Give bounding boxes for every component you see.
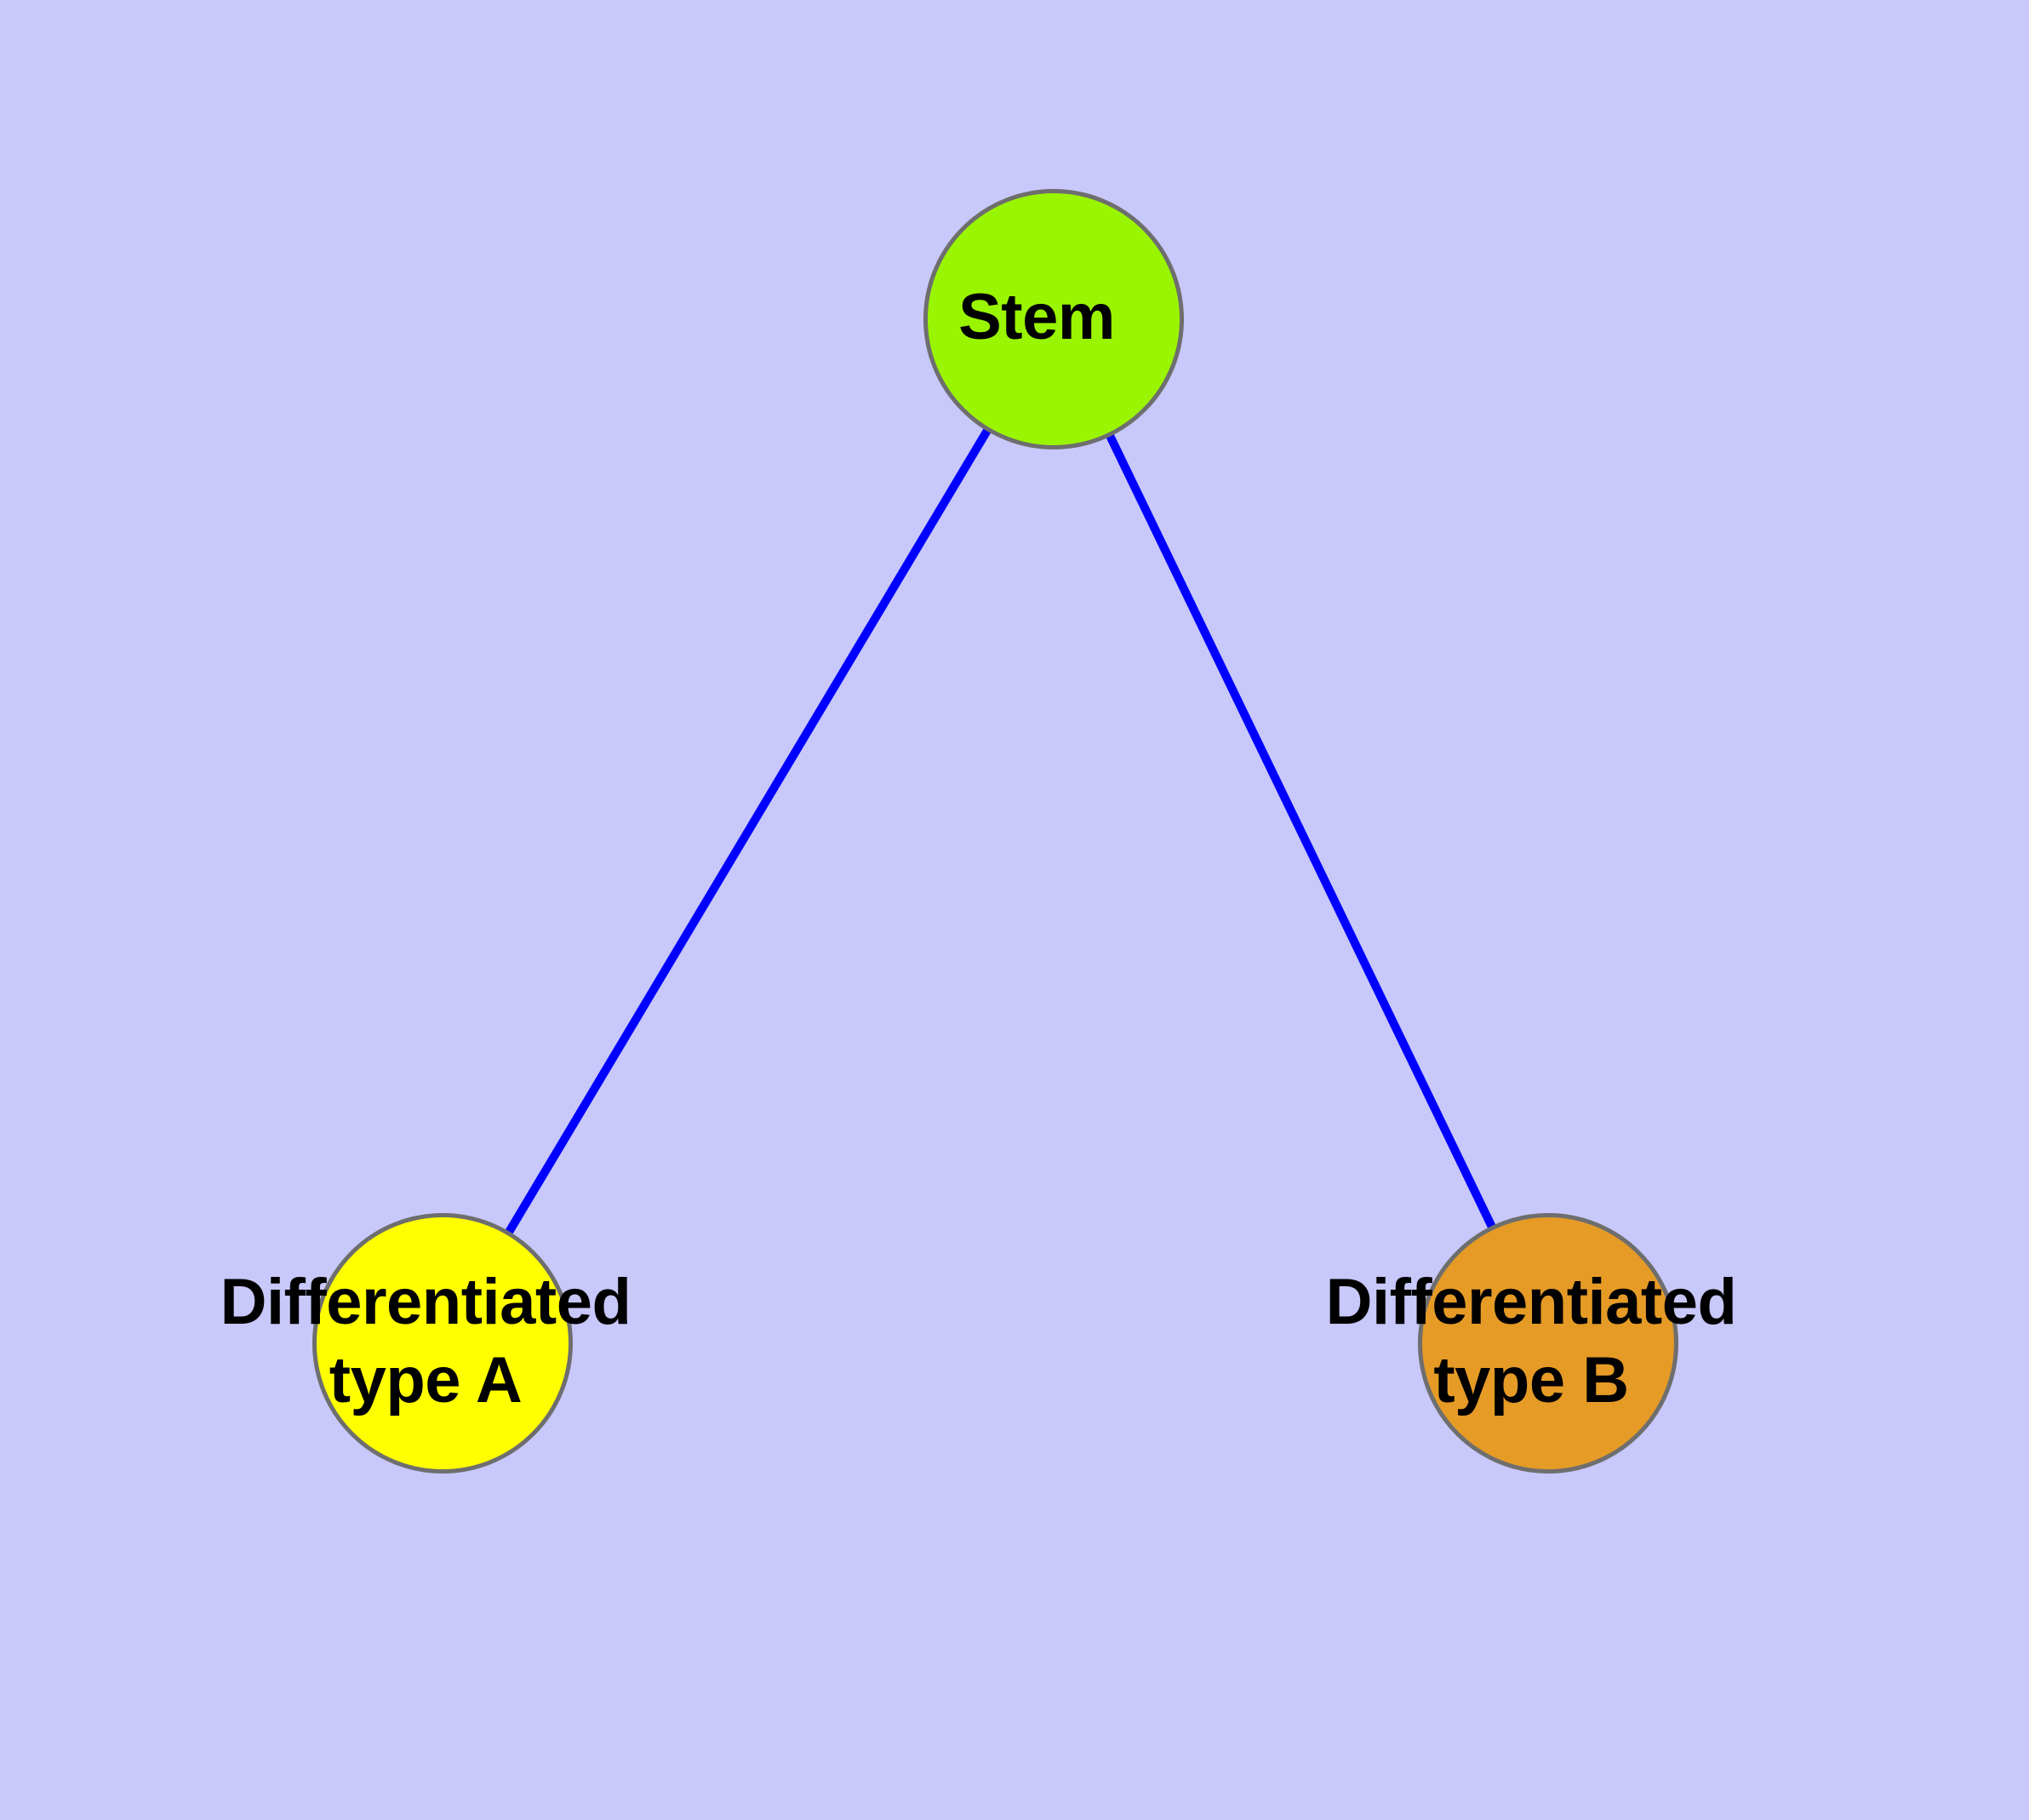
node-differentiated-type-a[interactable] bbox=[312, 1213, 573, 1474]
edge-stem-to-diff-a[interactable] bbox=[504, 426, 992, 1236]
node-stem[interactable] bbox=[923, 189, 1184, 449]
node-differentiated-type-b[interactable] bbox=[1418, 1213, 1678, 1474]
edge-stem-to-diff-b[interactable] bbox=[1105, 432, 1497, 1231]
